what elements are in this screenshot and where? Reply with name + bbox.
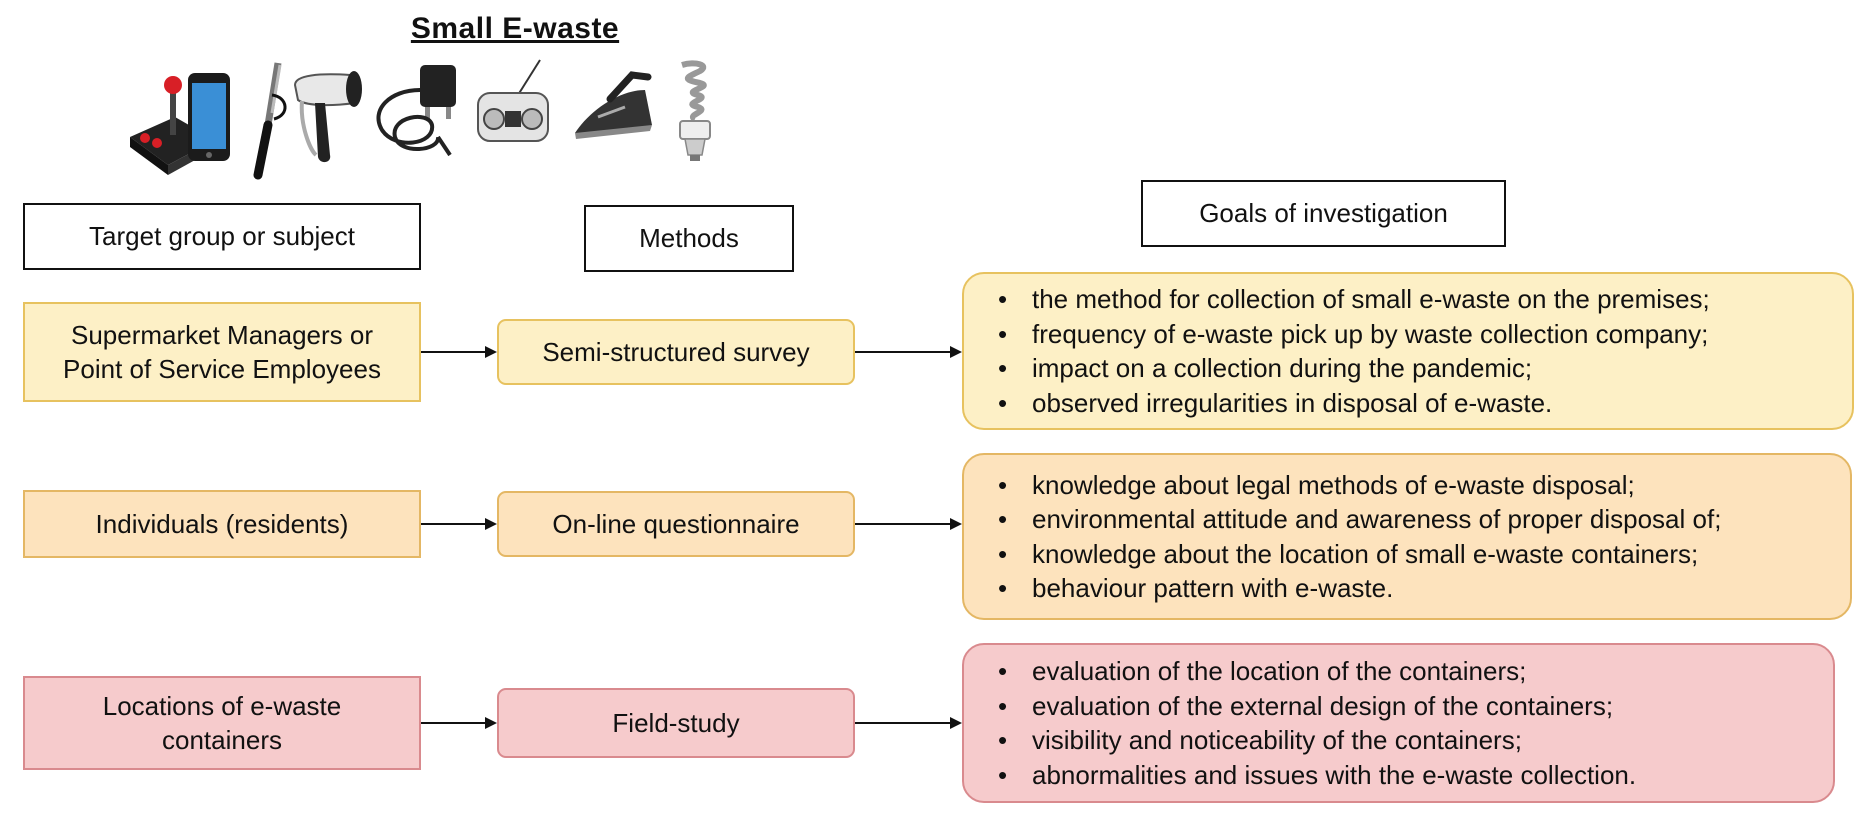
goal-item: evaluation of the external design of the… xyxy=(998,689,1813,724)
target-line: Individuals (residents) xyxy=(95,508,349,539)
goals-box-survey: the method for collection of small e-was… xyxy=(962,272,1854,430)
goal-item: the method for collection of small e-was… xyxy=(998,282,1832,317)
smartphone-icon xyxy=(188,73,230,161)
goals-box-questionnaire: knowledge about legal methods of e-waste… xyxy=(962,453,1852,620)
method-semi-structured-survey: Semi-structured survey xyxy=(497,319,855,385)
radio-cassette-icon xyxy=(477,59,549,142)
target-line: Locations of e-waste xyxy=(102,690,342,721)
target-supermarket-managers: Supermarket Managers or Point of Service … xyxy=(23,302,421,402)
header-target-group: Target group or subject xyxy=(23,203,421,270)
target-locations-of-containers: Locations of e-waste containers xyxy=(23,676,421,770)
target-individuals: Individuals (residents) xyxy=(23,490,421,558)
goal-item: knowledge about the location of small e-… xyxy=(998,537,1830,572)
e-waste-icons xyxy=(130,59,711,180)
target-line: containers xyxy=(162,725,282,755)
goals-box-field-study: evaluation of the location of the contai… xyxy=(962,643,1835,803)
method-field-study: Field-study xyxy=(497,688,855,758)
hair-dryer-icon xyxy=(293,71,362,163)
cfl-bulb-icon xyxy=(679,60,711,161)
header-methods: Methods xyxy=(584,205,794,272)
target-line: Point of Service Employees xyxy=(63,354,381,384)
curling-iron-icon xyxy=(253,62,287,180)
goal-item: environmental attitude and awareness of … xyxy=(998,502,1830,537)
header-goals: Goals of investigation xyxy=(1141,180,1506,247)
goal-item: evaluation of the location of the contai… xyxy=(998,654,1813,689)
goal-item: impact on a collection during the pandem… xyxy=(998,351,1832,386)
goal-item: abnormalities and issues with the e-wast… xyxy=(998,758,1813,793)
goal-item: frequency of e-waste pick up by waste co… xyxy=(998,317,1832,352)
goal-item: observed irregularities in disposal of e… xyxy=(998,386,1832,421)
diagram-title: Small E-waste xyxy=(410,12,620,45)
charger-icon xyxy=(376,65,456,157)
goal-item: visibility and noticeability of the cont… xyxy=(998,723,1813,758)
target-line: Supermarket Managers or xyxy=(70,319,374,350)
goal-item: behaviour pattern with e-waste. xyxy=(998,571,1830,606)
clothes-iron-icon xyxy=(575,71,652,139)
goal-item: knowledge about legal methods of e-waste… xyxy=(998,468,1830,503)
method-online-questionnaire: On-line questionnaire xyxy=(497,491,855,557)
